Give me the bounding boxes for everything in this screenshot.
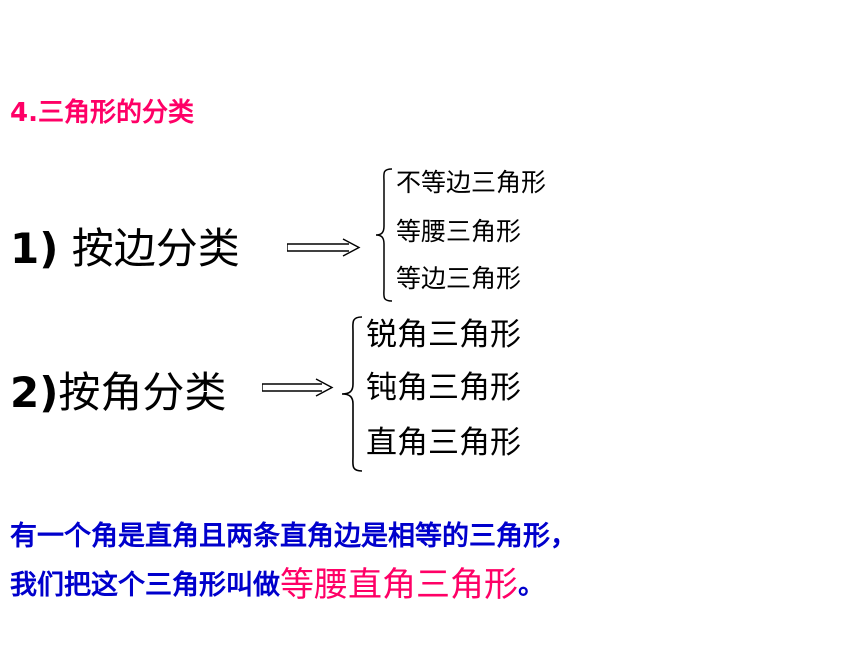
heading-by-angle: 2)按角分类 (10, 372, 226, 414)
heading-by-side-text: 按边分类 (58, 224, 240, 273)
definition-term: 等腰直角三角形 (280, 565, 518, 605)
angle-class-right: 直角三角形 (366, 425, 521, 461)
slide-title: 4.三角形的分类 (10, 98, 194, 128)
angle-class-obtuse: 钝角三角形 (366, 370, 521, 406)
left-brace-icon (341, 316, 363, 472)
side-class-isosceles: 等腰三角形 (396, 217, 522, 246)
heading-by-angle-number: 2) (10, 368, 59, 417)
left-brace-icon (375, 168, 393, 302)
definition-prefix: 我们把这个三角形叫做 (10, 570, 280, 601)
definition-suffix: 。 (518, 570, 545, 601)
heading-by-side: 1) 按边分类 (10, 228, 240, 270)
double-arrow-icon (287, 238, 361, 257)
double-arrow-icon (262, 378, 334, 397)
side-class-scalene: 不等边三角形 (396, 168, 547, 197)
side-class-equilateral: 等边三角形 (396, 264, 522, 293)
definition-line-2: 我们把这个三角形叫做等腰直角三角形。 (10, 568, 545, 602)
heading-by-side-number: 1) (10, 224, 59, 273)
angle-class-acute: 锐角三角形 (366, 317, 521, 353)
definition-line-1: 有一个角是直角且两条直角边是相等的三角形， (10, 521, 577, 552)
heading-by-angle-text: 按角分类 (58, 368, 227, 417)
